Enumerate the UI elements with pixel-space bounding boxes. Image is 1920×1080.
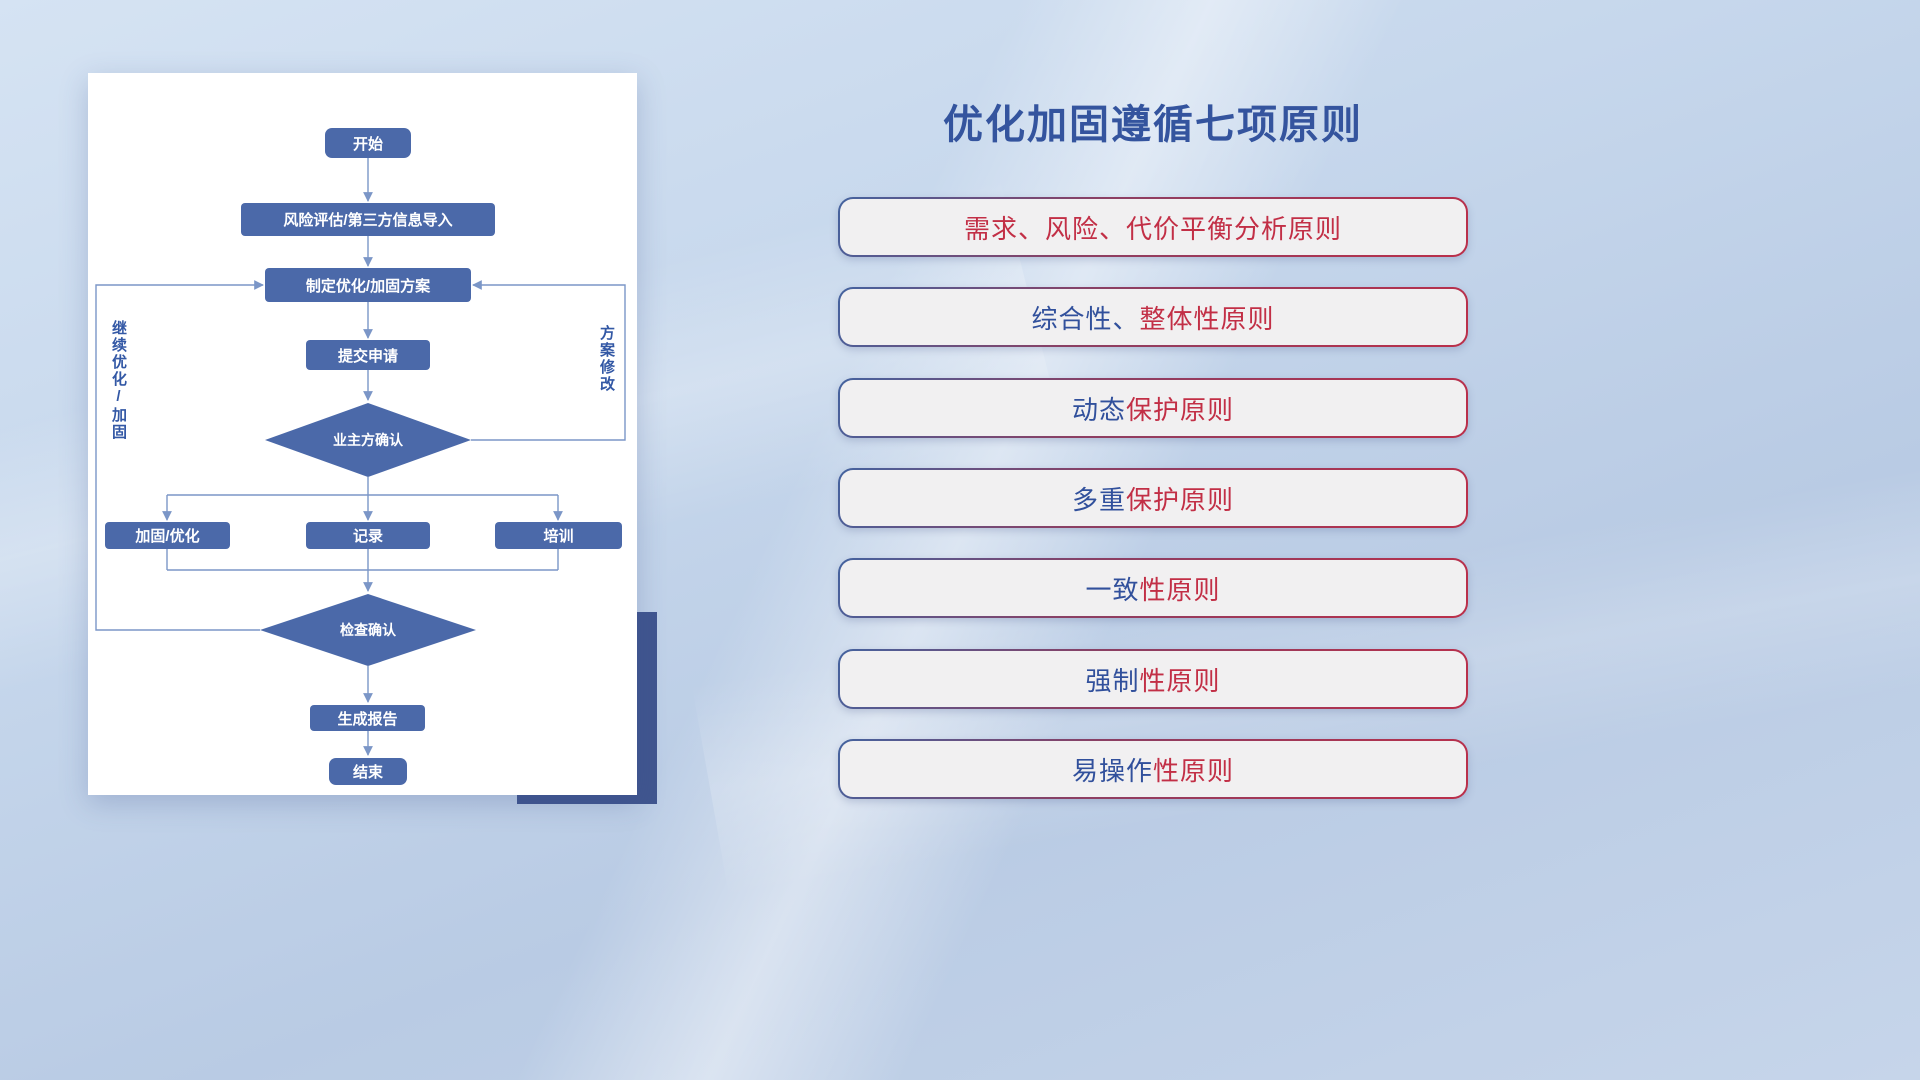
principles-panel: 优化加固遵循七项原则 需求、风险、代价平衡分析原则综合性、整体性原则动态保护原则… [838,0,1468,1080]
flowchart-connectors [95,158,626,756]
principle-text: 综合性、整体性原则 [840,289,1466,345]
loop-label-continue-optimize: 继续优化/加固 [110,320,127,441]
principle-box: 动态保护原则 [838,378,1468,438]
principle-text: 需求、风险、代价平衡分析原则 [840,199,1466,255]
panel-title: 优化加固遵循七项原则 [943,103,1363,147]
decision-diamond-check-confirm [260,594,476,666]
principle-text-segment: 一致 [1085,574,1140,605]
flow-node-end: 结束 [329,758,407,785]
principle-text-segment: 保护原则 [1126,484,1235,515]
flow-node-check-confirm-label: 检查确认 [340,622,396,638]
flow-node-record: 记录 [306,522,430,549]
flow-node-risk-import: 风险评估/第三方信息导入 [241,203,495,236]
principle-box: 强制性原则 [838,649,1468,709]
flow-node-owner-confirm-label: 业主方确认 [333,432,403,448]
flow-node-start: 开始 [325,128,411,158]
principle-text: 动态保护原则 [840,380,1466,436]
principle-text-segment: 综合性、 [1031,303,1140,334]
loop-label-plan-revise: 方案修改 [598,325,615,393]
principle-text-segment: 多重 [1071,484,1126,515]
principle-text-segment: 易操作 [1071,755,1153,786]
flow-node-submit: 提交申请 [306,340,430,370]
principle-text: 易操作性原则 [840,741,1466,797]
flow-node-make-plan: 制定优化/加固方案 [265,268,471,302]
principle-text: 强制性原则 [840,651,1466,707]
flow-node-training: 培训 [495,522,622,549]
principle-text-segment: 需求、风险、代价平衡分析原则 [963,213,1342,244]
principle-text: 一致性原则 [840,560,1466,616]
principle-text-segment: 保护原则 [1126,394,1235,425]
flow-node-reinforce: 加固/优化 [105,522,230,549]
principle-box: 易操作性原则 [838,739,1468,799]
flowchart-card: 开始 风险评估/第三方信息导入 制定优化/加固方案 提交申请 业主方确认 加固/… [88,73,637,795]
principle-text-segment: 性原则 [1139,574,1221,605]
flow-node-report: 生成报告 [310,705,425,731]
principle-text-segment: 动态 [1071,394,1126,425]
principle-box: 一致性原则 [838,558,1468,618]
principle-text-segment: 整体性原则 [1139,303,1275,334]
principle-text-segment: 性原则 [1139,665,1221,696]
principle-text-segment: 性原则 [1153,755,1235,786]
principle-text: 多重保护原则 [840,470,1466,526]
principle-box: 综合性、整体性原则 [838,287,1468,347]
decision-diamond-owner-confirm [265,403,471,477]
principle-text-segment: 强制 [1085,665,1140,696]
principle-box: 需求、风险、代价平衡分析原则 [838,197,1468,257]
principle-box: 多重保护原则 [838,468,1468,528]
